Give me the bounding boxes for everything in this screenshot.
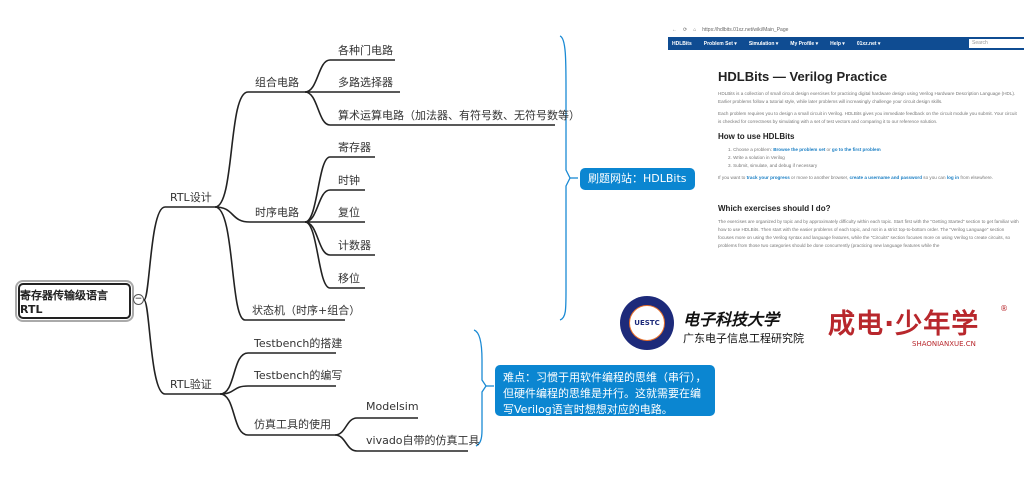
node-comb[interactable]: 组合电路: [255, 76, 299, 89]
node-leaf[interactable]: Testbench的编写: [254, 369, 343, 382]
node-seq[interactable]: 时序电路: [255, 206, 299, 219]
which-paragraph: The exercises are organized by topic and…: [718, 219, 1019, 248]
note-hdlbits[interactable]: 刷题网站：HDLBits: [580, 168, 695, 190]
nav-simulation[interactable]: Simulation ▾: [748, 40, 779, 47]
node-leaf[interactable]: 计数器: [338, 239, 371, 252]
back-icon[interactable]: ←: [672, 26, 677, 33]
track-link[interactable]: track your progress: [746, 175, 790, 180]
node-leaf[interactable]: 多路选择器: [338, 76, 393, 89]
registered-mark: ®: [1000, 304, 1008, 313]
browse-link[interactable]: Browse the problem set: [773, 147, 826, 152]
note-difficulty[interactable]: 难点：习惯于用软件编程的思维（串行），但硬件编程的思维是并行。这就需要在编写Ve…: [495, 365, 715, 416]
nav-01xz[interactable]: 01xz.net ▾: [856, 40, 881, 47]
uestc-name: 电子科技大学: [683, 310, 780, 329]
step-text: 3. Submit, simulate, and debug if necess…: [728, 163, 818, 168]
uestc-institute: 广东电子信息工程研究院: [683, 332, 804, 345]
node-rtl-verify[interactable]: RTL验证: [170, 378, 212, 391]
home-icon[interactable]: ⌂: [693, 26, 697, 33]
intro-paragraph: HDLBits is a collection of small circuit…: [718, 91, 1016, 104]
step-text: 2. Write a solution in Verilog: [728, 155, 785, 160]
root-label: 寄存器传输级语言RTL: [20, 288, 108, 316]
refresh-icon[interactable]: ⟳: [683, 26, 688, 33]
text: so you can: [922, 175, 947, 180]
which-heading: Which exercises should I do?: [718, 204, 831, 213]
first-problem-link[interactable]: go to the first problem: [831, 147, 881, 152]
uestc-seal-logo: UESTC: [620, 296, 674, 350]
create-account-link[interactable]: create a username and password: [849, 175, 923, 180]
text: or move to another browser,: [789, 175, 850, 180]
node-leaf[interactable]: 寄存器: [338, 141, 371, 154]
site-nav: HDLBits Problem Set ▾ Simulation ▾ My Pr…: [668, 37, 1024, 50]
node-leaf[interactable]: Testbench的搭建: [254, 337, 343, 350]
node-leaf[interactable]: Modelsim: [366, 400, 419, 413]
text: from elsewhere.: [959, 175, 994, 180]
node-leaf[interactable]: 时钟: [338, 174, 360, 187]
text: If you want to: [718, 175, 747, 180]
root-node[interactable]: 寄存器传输级语言RTL: [15, 280, 134, 322]
node-fsm[interactable]: 状态机（时序+组合）: [252, 304, 361, 317]
node-leaf[interactable]: 复位: [338, 206, 360, 219]
collapse-toggle[interactable]: −: [133, 294, 144, 305]
search-input[interactable]: Search: [969, 39, 1024, 48]
how-heading: How to use HDLBits: [718, 132, 795, 141]
nav-logo[interactable]: HDLBits: [672, 40, 692, 47]
node-leaf[interactable]: vivado自带的仿真工具: [366, 434, 480, 447]
intro-paragraph-2: Each problem requires you to design a sm…: [718, 111, 1017, 124]
shaonianxue-logo: 成电·少年学: [828, 309, 980, 340]
node-leaf[interactable]: 各种门电路: [338, 44, 393, 57]
shaonianxue-url: SHAONIANXUE.CN: [912, 340, 976, 348]
url-text[interactable]: https://hdlbits.01xz.net/wiki/Main_Page: [702, 26, 789, 33]
browser-address-bar[interactable]: ← ⟳ ⌂ https://hdlbits.01xz.net/wiki/Main_Pa…: [668, 22, 1024, 37]
hdlbits-screenshot: ← ⟳ ⌂ https://hdlbits.01xz.net/wiki/Main_Pa…: [668, 22, 1024, 292]
nav-problem-set[interactable]: Problem Set ▾: [703, 40, 737, 47]
login-link[interactable]: log in: [946, 175, 960, 180]
node-leaf[interactable]: 算术运算电路（加法器、有符号数、无符号数等）: [338, 109, 580, 122]
node-leaf[interactable]: 移位: [338, 272, 360, 285]
nav-my-profile[interactable]: My Profile ▾: [790, 40, 819, 47]
node-rtl-design[interactable]: RTL设计: [170, 191, 212, 204]
page-title: HDLBits — Verilog Practice: [718, 69, 888, 84]
node-sim[interactable]: 仿真工具的使用: [254, 418, 331, 431]
step-text: 1. Choose a problem:: [728, 147, 774, 152]
step-text: or: [825, 147, 832, 152]
nav-help[interactable]: Help ▾: [830, 40, 845, 47]
